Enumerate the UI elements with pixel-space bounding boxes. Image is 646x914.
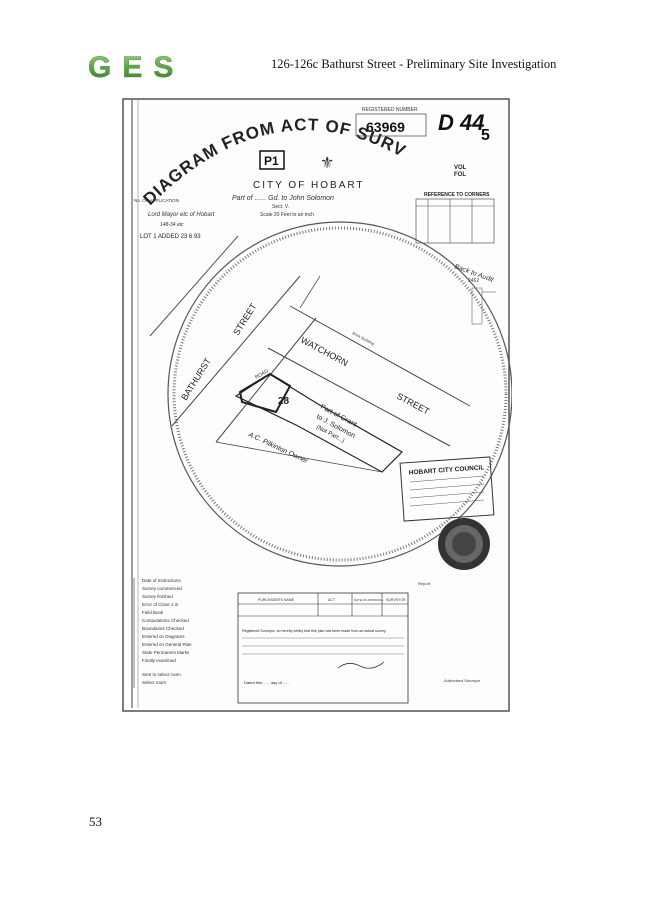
left-item-12: Select room [142, 680, 166, 685]
left-item-11: Sent to select room [142, 672, 181, 677]
survey-diagram-scan: DIAGRAM FROM ACT OF SURVEY REGISTERED NU… [120, 96, 512, 714]
header-title: 126-126c Bathurst Street - Preliminary S… [271, 57, 557, 71]
d-suffix: 5 [481, 127, 490, 144]
lot-number: 28 [278, 396, 290, 407]
applicant: Lord Mayor etc of Hobart [148, 212, 215, 218]
registered-number-label: REGISTERED NUMBER [362, 107, 418, 113]
app-number: 148-34 etc [160, 222, 184, 228]
left-item-0: Date of Instructions [142, 578, 182, 583]
table-header-3: SURVEYOR [386, 598, 406, 602]
left-item-4: Field Book [142, 610, 164, 615]
ges-logo: GES [88, 52, 184, 82]
p1-stamp: P1 [264, 154, 279, 168]
left-item-5: Computations Checked [142, 618, 189, 623]
signature [337, 661, 385, 669]
survey-circle [167, 221, 512, 567]
left-item-6: Boundaries Checked [142, 626, 184, 631]
sect-label: Sect. V. [272, 204, 289, 210]
table-header-2: DATE OF APPROVAL [354, 598, 384, 602]
svg-text:2462: 2462 [468, 278, 479, 284]
reference-to-corners: REFERENCE TO CORNERS [424, 192, 490, 198]
application-label: No. OF APPLICATION [134, 198, 179, 203]
left-item-3: Error of Close 1 in [142, 602, 179, 607]
registered-number: 63969 [366, 119, 405, 135]
report-label: Report [418, 581, 431, 586]
left-item-10: Finally examined [142, 658, 176, 663]
table-header-1: ACT [328, 598, 336, 602]
approval-table [237, 592, 409, 704]
logo-text: GES [88, 52, 184, 82]
left-item-7: Entered on Diagrams [142, 634, 185, 639]
city-of-hobart: CITY OF HOBART [253, 180, 365, 191]
left-item-1: Survey commenced [142, 586, 182, 591]
fleur-emblem: ⚜ [320, 155, 334, 172]
bottom-right-label: Authorised Surveyor [444, 678, 481, 683]
certificate-text: Registered Surveyor, do hereby certify t… [242, 629, 386, 633]
hcc-stamp [399, 456, 495, 522]
lot-boundary [238, 372, 292, 414]
part-of-line: Part of ...... Gd. to John Solomon [232, 195, 334, 202]
page-number: 53 [89, 814, 102, 829]
fol-label: FOL [454, 172, 466, 178]
table-header-0: PURCHASER'S NAME [258, 598, 295, 602]
left-item-9: State Permanent Marks [142, 650, 190, 655]
d-number: D 44 [438, 110, 484, 135]
surveyed-date: Dated this ...... day of ...... [244, 680, 290, 685]
vol-label: VOL [454, 165, 467, 171]
p1-stamp-box [259, 150, 285, 170]
scale-label: Scale 20 Feet to an inch [260, 212, 314, 218]
left-item-8: Entered on General Plan [142, 642, 192, 647]
lot-note: LOT 1 ADDED 23 6 93 [140, 234, 201, 240]
left-item-2: Survey finished [142, 594, 173, 599]
survey-circle-ticks [172, 226, 508, 562]
